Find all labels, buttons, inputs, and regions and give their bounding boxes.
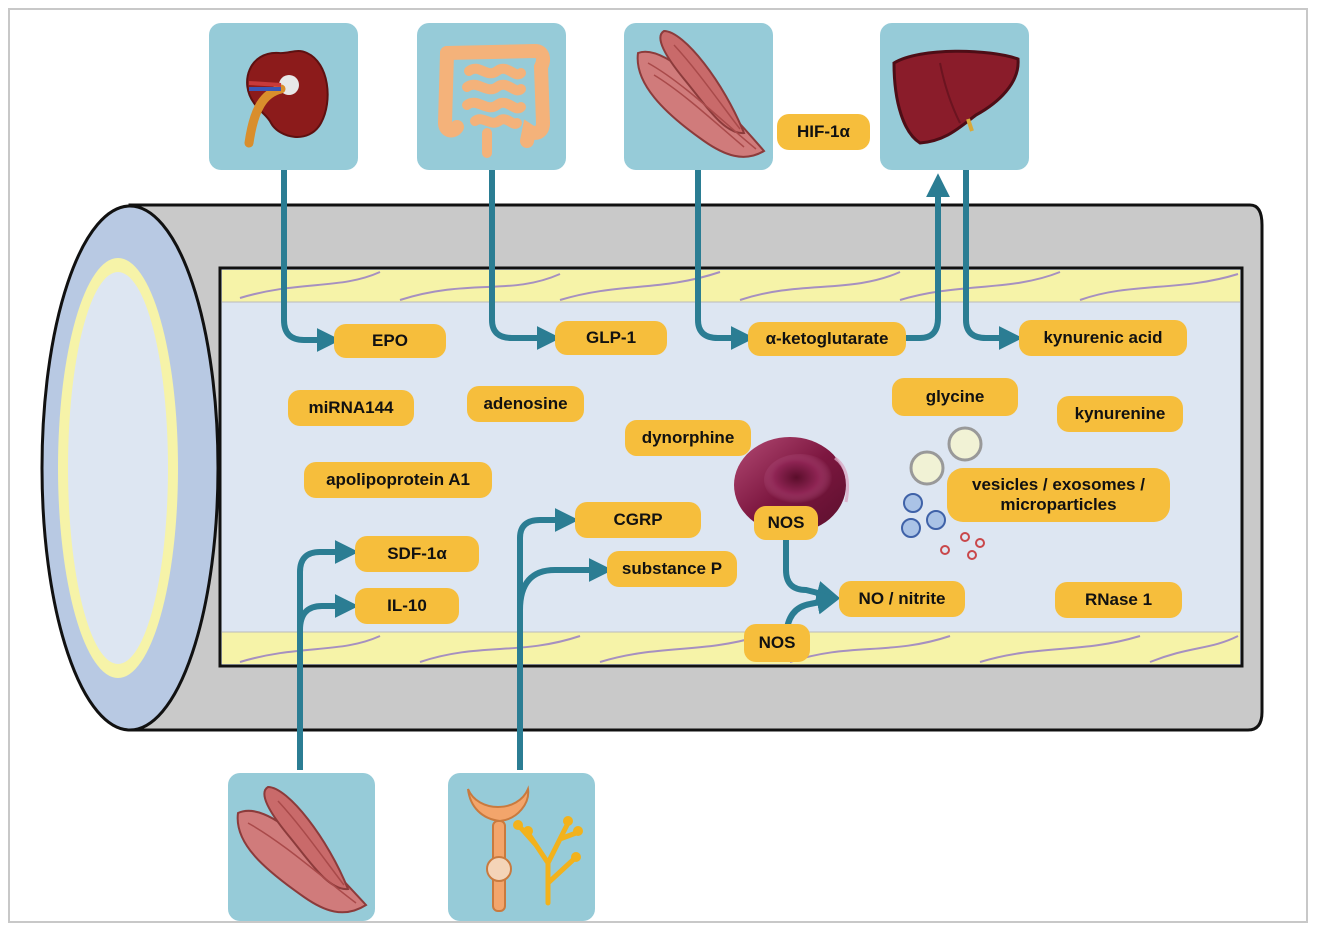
label-vesicles: vesicles / exosomes / microparticles: [947, 468, 1170, 522]
kidney-icon: [209, 23, 358, 170]
label-nos-rbc: NOS: [754, 506, 818, 540]
intestine-tile: [417, 23, 566, 170]
liver-icon: [880, 23, 1029, 170]
label-nos-endothelium: NOS: [744, 624, 810, 662]
label-cgrp: CGRP: [575, 502, 701, 538]
muscle-tile-bottom: [228, 773, 375, 921]
nervous-system-tile: [448, 773, 595, 921]
label-kynurenine: kynurenine: [1057, 396, 1183, 432]
label-il10: IL-10: [355, 588, 459, 624]
label-vesicles-line1: vesicles / exosomes /: [972, 475, 1145, 495]
label-no-nitrite: NO / nitrite: [839, 581, 965, 617]
nervous-system-icon: [448, 773, 595, 921]
intestine-icon: [417, 23, 566, 170]
label-alpha-ketoglutarate: α-ketoglutarate: [748, 322, 906, 356]
label-apolipoprotein-a1: apolipoprotein A1: [304, 462, 492, 498]
muscle-icon: [624, 23, 773, 170]
label-hif1a: HIF-1α: [777, 114, 870, 150]
label-adenosine: adenosine: [467, 386, 584, 422]
label-epo: EPO: [334, 324, 446, 358]
label-vesicles-line2: microparticles: [972, 495, 1145, 515]
kidney-tile: [209, 23, 358, 170]
liver-tile: [880, 23, 1029, 170]
label-kynurenic-acid: kynurenic acid: [1019, 320, 1187, 356]
label-sdf1a: SDF-1α: [355, 536, 479, 572]
vessel-opening-lumen: [68, 272, 168, 664]
muscle-icon: [228, 773, 375, 921]
label-glycine: glycine: [892, 378, 1018, 416]
label-rnase1: RNase 1: [1055, 582, 1182, 618]
label-substance-p: substance P: [607, 551, 737, 587]
muscle-tile-top: [624, 23, 773, 170]
endothelium-bottom: [222, 632, 1240, 664]
label-glp1: GLP-1: [555, 321, 667, 355]
label-mirna144: miRNA144: [288, 390, 414, 426]
label-dynorphine: dynorphine: [625, 420, 751, 456]
